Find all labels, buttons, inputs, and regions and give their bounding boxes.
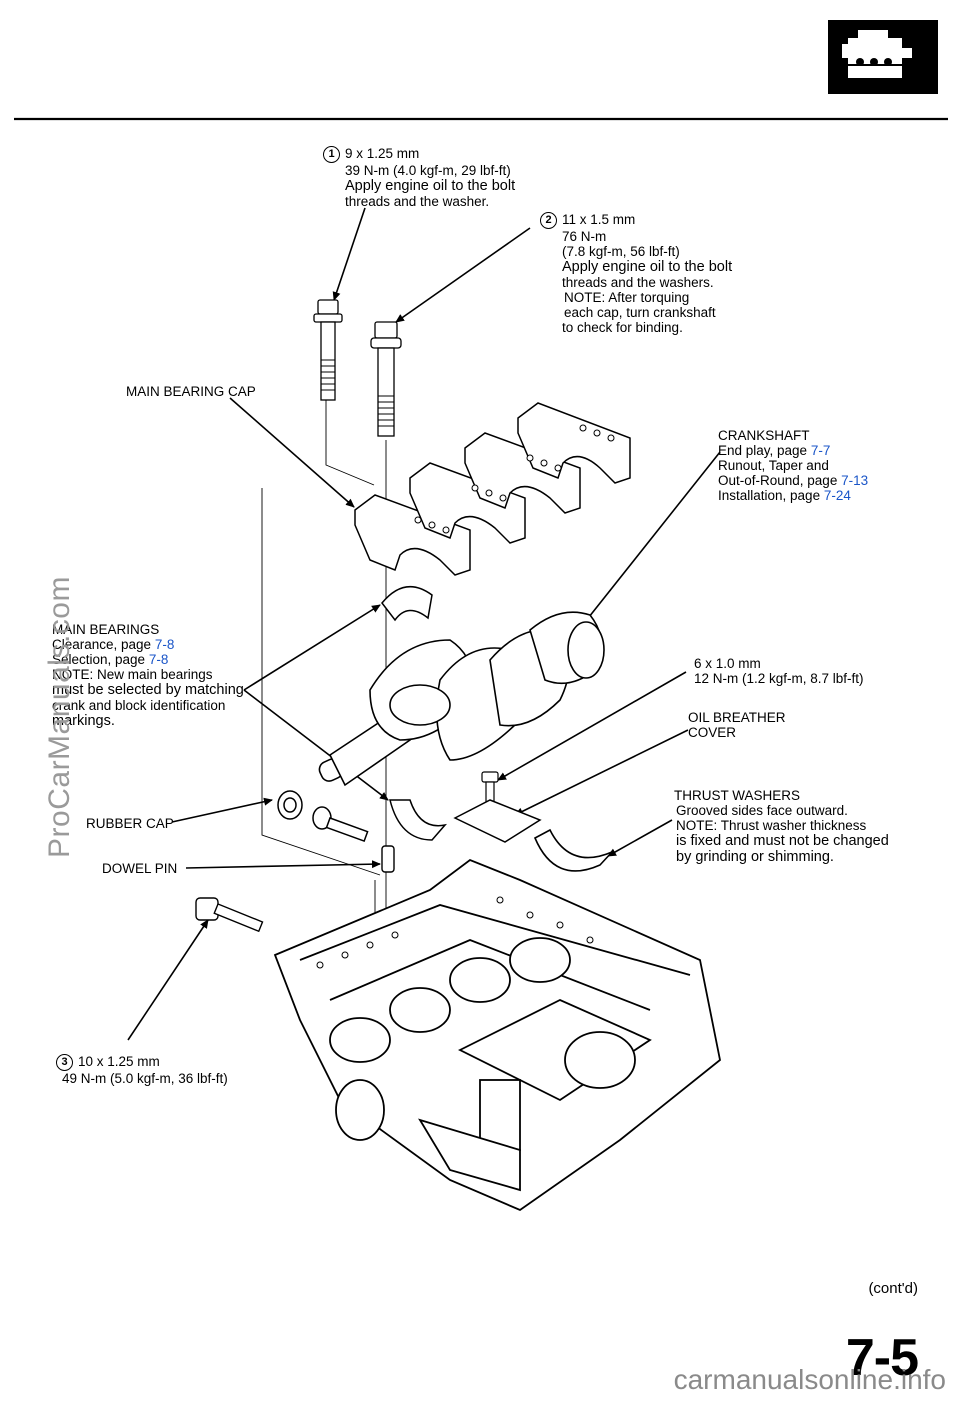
bolt-1-drawing — [313, 299, 343, 401]
crankshaft-installation-link[interactable]: 7-24 — [823, 488, 851, 503]
dowel-pin-drawing — [381, 845, 395, 873]
leader-rubber-cap — [171, 797, 273, 823]
callout-1-icon: 1 — [323, 146, 340, 163]
guide-line-1 — [325, 400, 375, 486]
side-watermark: ProCarManuals.com — [43, 576, 76, 858]
leader-bolt2 — [395, 227, 531, 323]
leader-main-bearings-lower — [243, 689, 389, 801]
oil-breather-cover-drawing — [453, 799, 542, 843]
continued-label: (cont'd) — [868, 1280, 918, 1297]
small-bolt-drawing — [481, 771, 499, 803]
leader-main-bearings-upper — [243, 604, 381, 691]
bolt-2-drawing — [370, 321, 402, 437]
callout-2-icon: 2 — [540, 212, 557, 229]
small-bolt-label: 6 x 1.0 mm 12 N-m (1.2 kgf-m, 8.7 lbf-ft… — [694, 656, 864, 686]
main-bearing-cap-label: MAIN BEARING CAP — [126, 384, 256, 399]
main-bearing-upper-drawing — [381, 586, 433, 622]
crankshaft-runout-link[interactable]: 7-13 — [841, 473, 869, 488]
engine-block-drawing — [273, 858, 721, 1212]
leader-oil-breather — [514, 729, 689, 816]
leader-crankshaft — [584, 451, 721, 623]
bearing-selection-link[interactable]: 7-8 — [148, 652, 169, 667]
thrust-washers-label: THRUST WASHERS Grooved sides face outwar… — [674, 788, 889, 865]
footer-watermark: carmanualsonline.info — [673, 1364, 946, 1395]
engine-icon — [828, 20, 938, 94]
main-bearings-label: MAIN BEARINGS Clearance, page 7-8 Select… — [52, 622, 244, 729]
main-bearing-caps — [354, 402, 631, 576]
crankshaft-drawing — [318, 611, 605, 787]
leader-bolt3 — [127, 919, 209, 1041]
leader-small-bolt — [497, 671, 687, 781]
leader-bolt1 — [332, 207, 366, 301]
rubber-cap-drawing — [277, 790, 369, 843]
callout-3-icon: 3 — [56, 1054, 73, 1071]
leader-main-bearing-cap — [229, 397, 355, 508]
leader-dowel-pin — [185, 860, 381, 869]
oil-breather-label: OIL BREATHER COVER — [688, 710, 786, 740]
leader-thrust-washers — [607, 819, 673, 857]
page-number: 7-5 — [845, 1329, 919, 1387]
rubber-cap-label: RUBBER CAP — [86, 816, 174, 831]
guide-line-3 — [261, 488, 381, 876]
crankshaft-endplay-link[interactable]: 7-7 — [810, 443, 831, 458]
dowel-pin-label: DOWEL PIN — [102, 861, 178, 876]
main-bearing-lower-drawing — [389, 799, 448, 841]
bearing-clearance-link[interactable]: 7-8 — [154, 637, 175, 652]
crankshaft-label: CRANKSHAFT End play, page 7-7 Runout, Ta… — [718, 428, 869, 503]
thrust-washer-drawing — [533, 828, 613, 872]
bolt-3-drawing — [195, 897, 264, 933]
